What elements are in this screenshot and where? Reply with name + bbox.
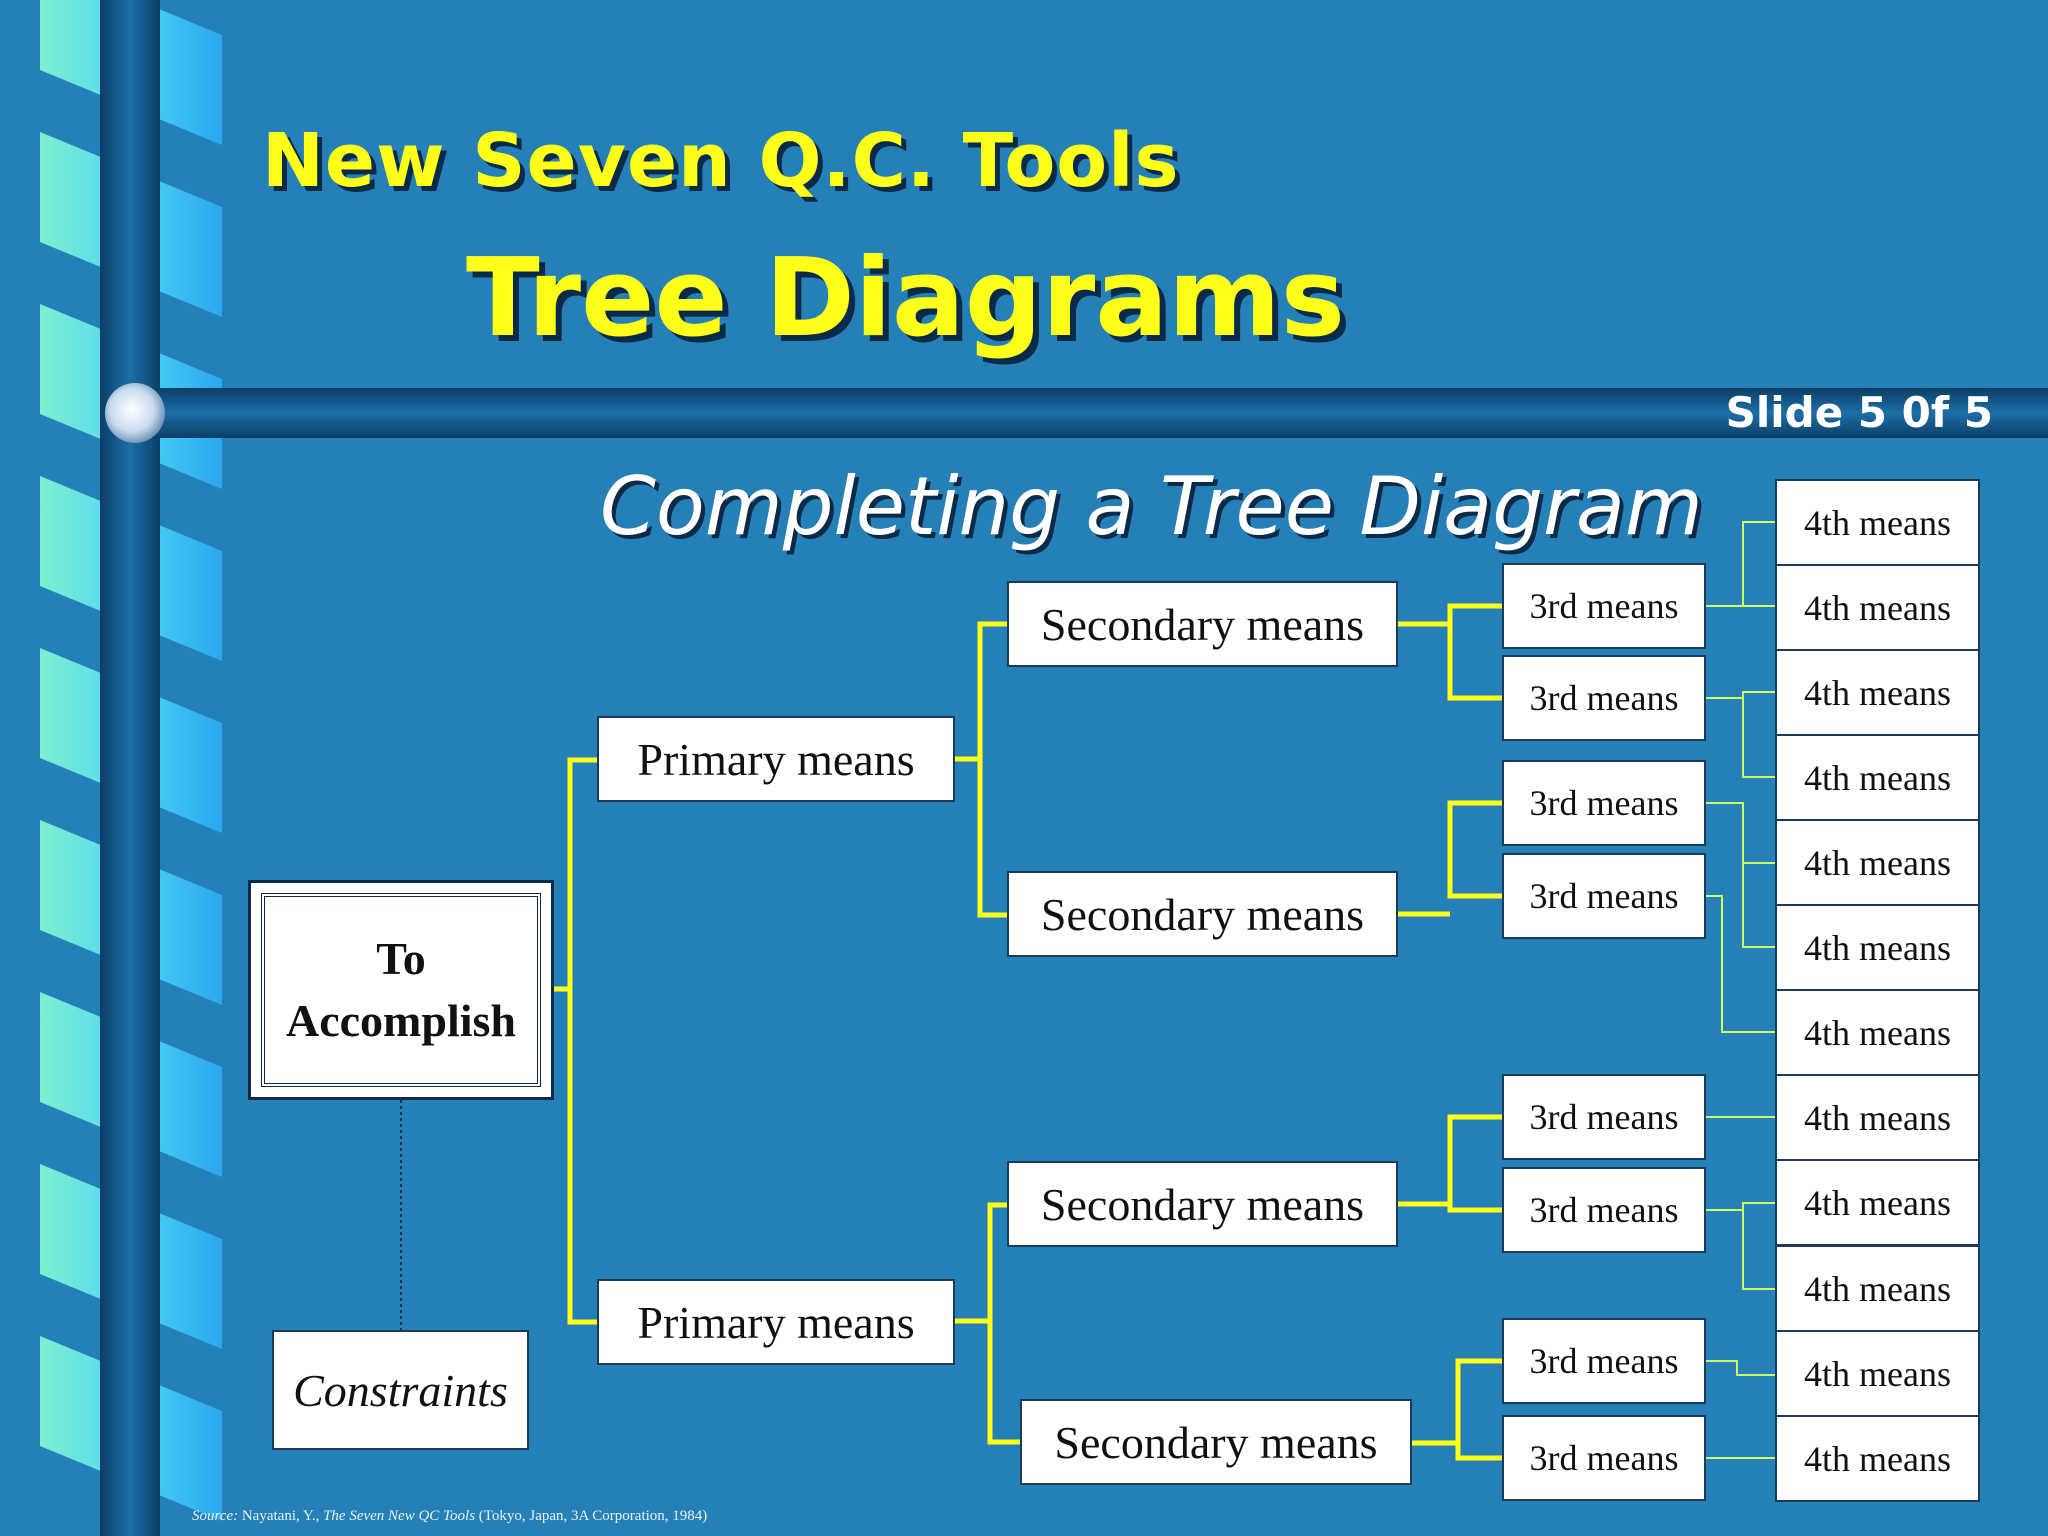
fourth-means-box: 4th means	[1775, 564, 1980, 651]
diagram-heading: Completing a Tree Diagram	[600, 460, 1703, 553]
source-publisher: (Tokyo, Japan, 3A Corporation, 1984)	[478, 1508, 708, 1524]
primary-means-box: Primary means	[597, 716, 955, 802]
third-means-box: 3rd means	[1502, 1415, 1706, 1501]
fourth-means-box: 4th means	[1775, 1074, 1980, 1161]
goal-line-1: To	[376, 933, 426, 984]
source-book: The Seven New QC Tools	[323, 1508, 476, 1524]
source-text: Nayatani, Y.,	[241, 1508, 320, 1524]
fourth-means-box: 4th means	[1775, 989, 1980, 1076]
third-means-box: 3rd means	[1502, 760, 1706, 846]
header-bar	[105, 383, 2048, 443]
goal-box: To Accomplish	[248, 880, 554, 1100]
secondary-means-box: Secondary means	[1007, 871, 1398, 957]
secondary-means-box: Secondary means	[1007, 1161, 1398, 1247]
source-label: Source:	[192, 1508, 239, 1524]
fourth-means-box: 4th means	[1775, 649, 1980, 736]
header-subtitle: Tree Diagrams	[466, 236, 1345, 361]
fourth-means-box: 4th means	[1775, 734, 1980, 821]
third-means-box: 3rd means	[1502, 655, 1706, 741]
third-means-box: 3rd means	[1502, 563, 1706, 649]
slide-indicator: Slide 5 0f 5	[1725, 388, 1993, 437]
constraints-box: Constraints	[272, 1330, 529, 1450]
header-title: New Seven Q.C. Tools	[262, 118, 1180, 204]
primary-means-box: Primary means	[597, 1279, 955, 1365]
fourth-means-box: 4th means	[1775, 1245, 1980, 1332]
third-means-box: 3rd means	[1502, 1318, 1706, 1404]
third-means-box: 3rd means	[1502, 1074, 1706, 1160]
source-citation: Source: Nayatani, Y., The Seven New QC T…	[192, 1508, 707, 1525]
goal-label: To Accomplish	[261, 893, 541, 1087]
fourth-means-box: 4th means	[1775, 1330, 1980, 1417]
fourth-means-box: 4th means	[1775, 1415, 1980, 1502]
fourth-means-box: 4th means	[1775, 819, 1980, 906]
ribbon-decoration	[40, 0, 222, 1536]
fourth-means-box: 4th means	[1775, 1159, 1980, 1246]
fourth-means-box: 4th means	[1775, 479, 1980, 566]
secondary-means-box: Secondary means	[1007, 581, 1398, 667]
fourth-means-box: 4th means	[1775, 904, 1980, 991]
goal-line-2: Accomplish	[286, 995, 516, 1046]
third-means-box: 3rd means	[1502, 853, 1706, 939]
third-means-box: 3rd means	[1502, 1167, 1706, 1253]
secondary-means-box: Secondary means	[1020, 1399, 1412, 1485]
